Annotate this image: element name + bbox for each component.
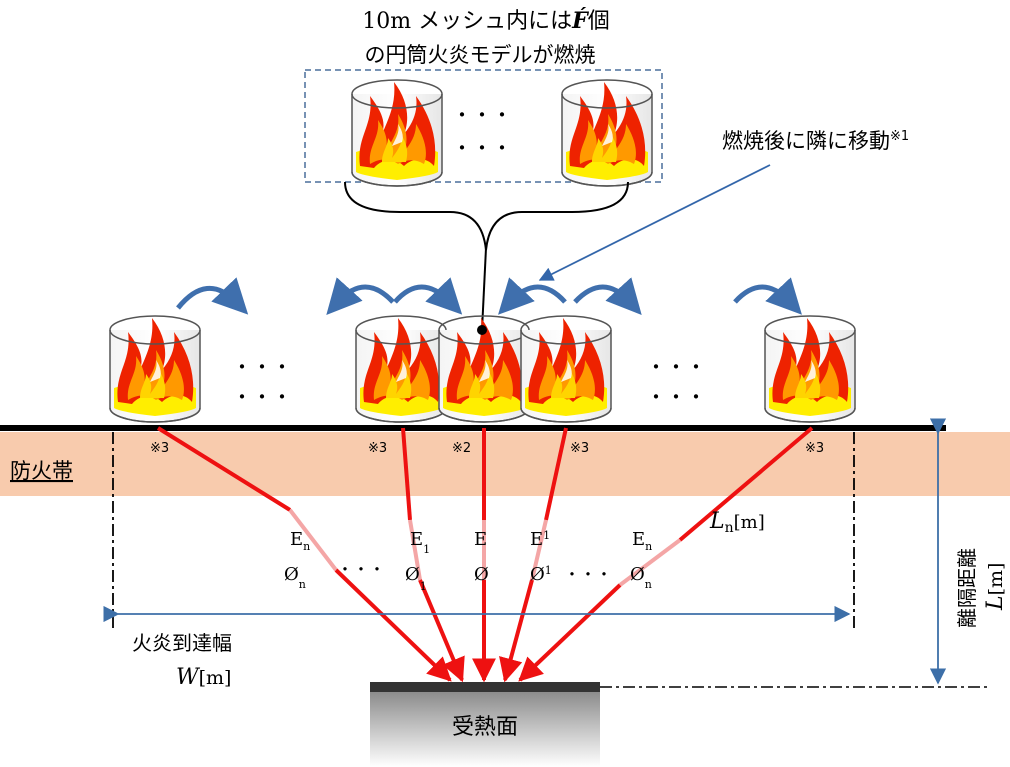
row-ellipsis-right-2: ・・・: [646, 385, 706, 409]
ray-right-outer: [518, 583, 622, 682]
marker-left: ※3: [150, 441, 169, 456]
separation-label-symbol: L[m]: [983, 563, 1008, 611]
top-caption-line2: の円筒火炎モデルが燃焼: [365, 43, 596, 67]
label-e-n-left: En: [290, 529, 310, 553]
ray-left-inner: [418, 579, 465, 683]
move-curl-arrow: [573, 277, 642, 316]
width-label-text: 火炎到達幅: [132, 631, 232, 655]
move-curl-arrow: [498, 277, 567, 315]
label-dots-right: ・・・: [564, 565, 612, 584]
label-phi-1-left: Ø1: [405, 564, 427, 593]
row-ellipsis-left-2: ・・・: [232, 385, 292, 409]
move-curl-arrow: [176, 277, 249, 315]
ray-right-inner: [499, 579, 534, 683]
brace-anchor-dot: [477, 325, 487, 335]
width-label-symbol: W[m]: [176, 665, 231, 690]
mesh-ellipsis-row1: ・・・: [452, 103, 512, 127]
row-ellipsis-left-1: ・・・: [232, 355, 292, 379]
receiver-surface: [370, 692, 600, 767]
receiver-top-plate: [370, 682, 600, 692]
move-curl-arrow: [733, 277, 802, 315]
separation-label-text: 離隔距離: [955, 548, 979, 628]
label-phi-1-right: Ø1: [530, 564, 552, 585]
label-e-1-left: E1: [410, 529, 430, 556]
firebreak-band: [0, 432, 1010, 496]
marker-center: ※2: [452, 441, 471, 456]
marker-right: ※3: [805, 441, 824, 456]
row-ellipsis-right-1: ・・・: [646, 355, 706, 379]
label-e-1-right: E1: [530, 529, 550, 550]
receiver-label: 受熱面: [452, 715, 518, 740]
radiation-rays: [156, 426, 814, 683]
marker-right-inner: ※3: [570, 441, 589, 456]
flame-cylinder: [109, 315, 201, 423]
label-distance-ray: Ln[m]: [709, 509, 765, 536]
move-curl-arrow: [393, 277, 463, 315]
label-phi-n-left: Øn: [284, 564, 306, 591]
mesh-ellipsis-row2: ・・・: [452, 136, 512, 160]
brace-pointer-line: [481, 247, 487, 331]
flame-cylinder: [520, 315, 612, 423]
flame-cylinder: [764, 315, 856, 423]
ray-left-outer: [334, 568, 452, 682]
mesh-brace: [344, 181, 629, 251]
mesh-flame-cylinder-right: [561, 79, 653, 187]
move-pointer-arrow: [538, 164, 771, 281]
move-curl-arrow: [326, 277, 395, 316]
top-caption-line1: 10m メッシュ内にはF́個: [362, 8, 610, 34]
move-label: 燃焼後に隣に移動※1: [722, 129, 909, 153]
label-phi-n-right: Øn: [630, 564, 652, 591]
mesh-flame-cylinder-left: [351, 79, 443, 187]
label-e-n-right: En: [632, 529, 652, 553]
firebreak-label: 防火帯: [10, 459, 73, 483]
marker-left-inner: ※3: [368, 441, 387, 456]
mesh-box: [304, 69, 663, 183]
label-phi-center: Ø: [474, 564, 489, 585]
flame-cylinder: [355, 315, 447, 423]
label-e-center: E: [474, 529, 487, 550]
label-dots-left: ・・・: [337, 560, 385, 579]
ray-labels: En Øn ・・・ E1 Ø1 E Ø E1 Ø1 ・・・ En Øn Ln[m…: [284, 509, 765, 593]
